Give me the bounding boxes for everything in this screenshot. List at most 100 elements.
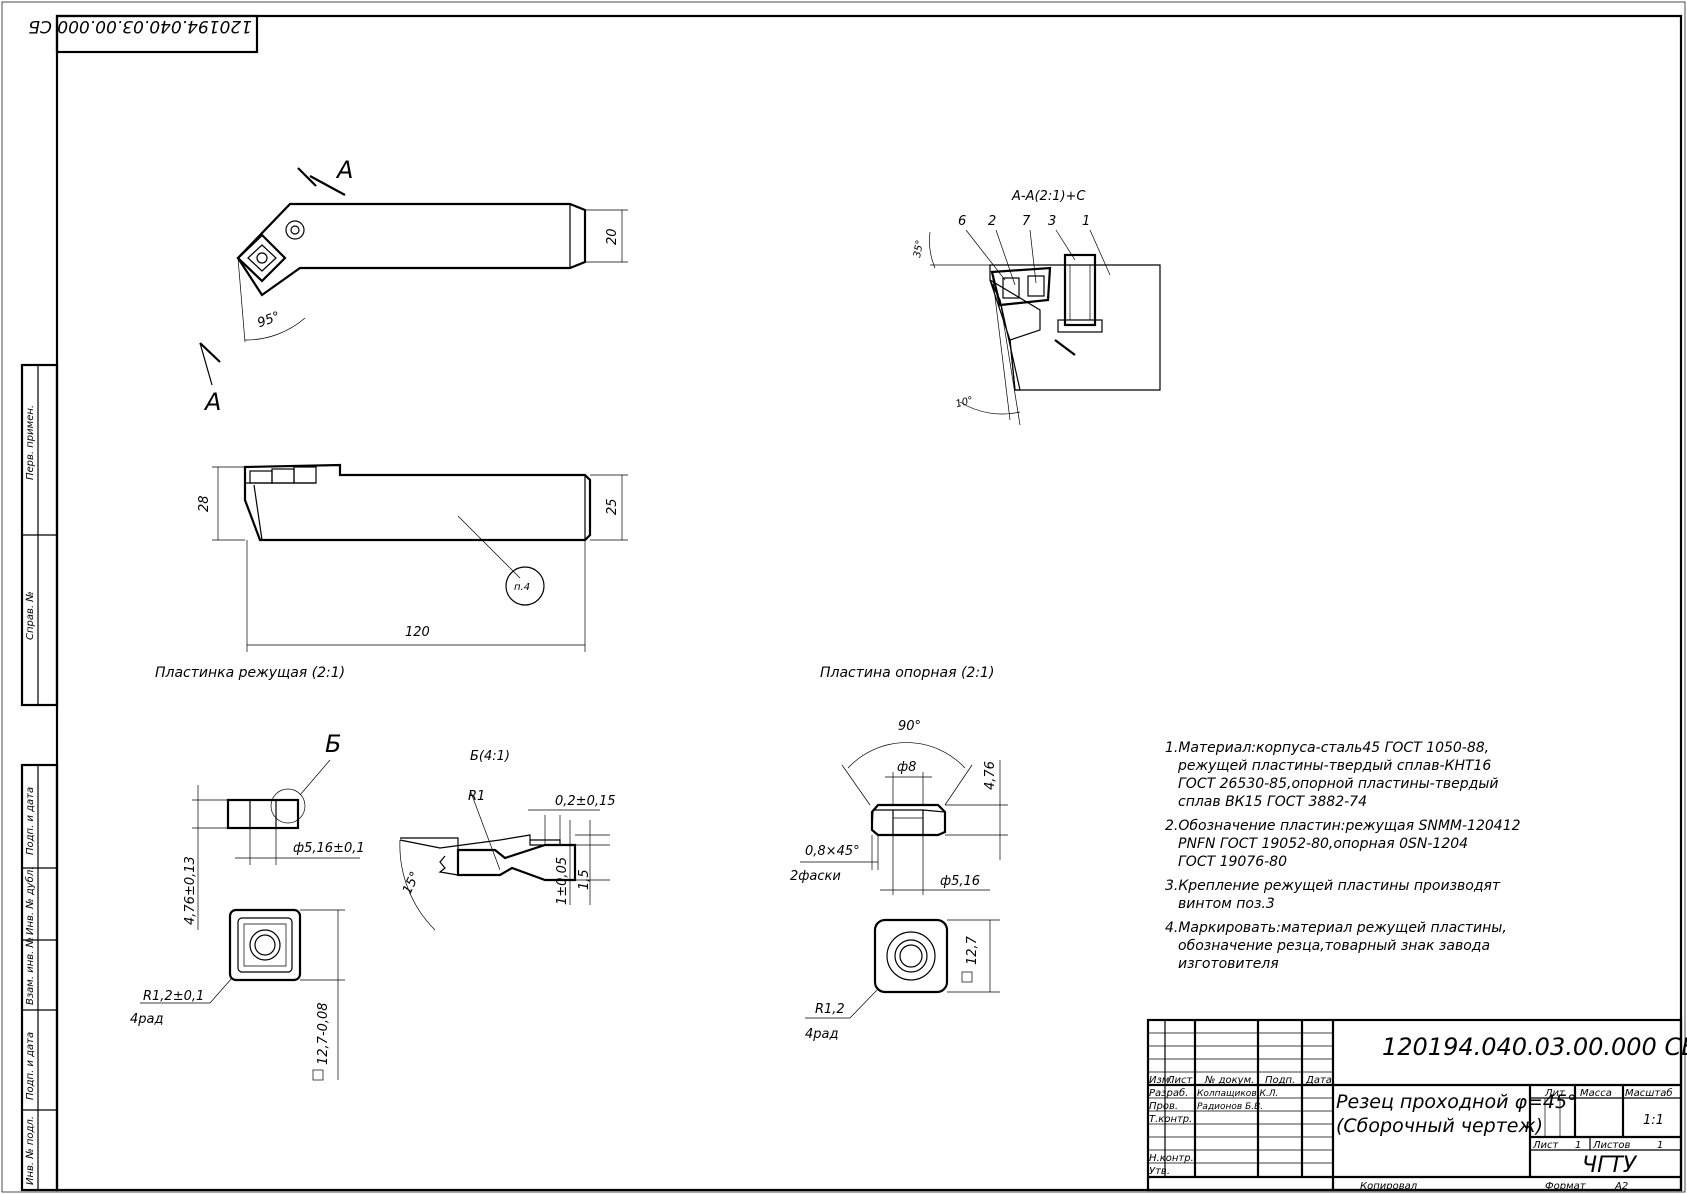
support-thick: 4,76 [983, 761, 998, 790]
detail-r1: R1 [468, 789, 485, 804]
detail-b-view: Б(4:1) R1 0,2±0,15 1±0,05 1,5 15° [399, 749, 616, 931]
inner-frame [55, 14, 1683, 1192]
side-strip: Перв. примен. Справ. № Подп. и дата Инв.… [20, 363, 59, 1192]
cut-label-a-bottom: А [203, 388, 221, 416]
tb-col-list: Лист [1166, 1075, 1194, 1086]
pos-7: 7 [1022, 214, 1031, 229]
title-block: Изм. Лист № докум. Подп. Дата Разраб. Пр… [1146, 1018, 1687, 1192]
pos-6: 6 [958, 214, 966, 229]
balloon-4 [505, 566, 545, 606]
tb-org: ЧГТУ [1582, 1153, 1638, 1178]
technical-notes: 1.Материал:корпуса-сталь45 ГОСТ 1050-88,… [1165, 740, 1521, 972]
support-chamfer-note: 2фаски [790, 869, 841, 884]
support-dia8: ф8 [897, 760, 916, 775]
top-stamp: 120194.040.03.00.000 СБ [28, 14, 259, 54]
tb-name-1: Колпащиков К.Л. [1197, 1089, 1278, 1099]
note-line-6: PNFN ГОСТ 19052-80,опорная 0SN-1204 [1178, 836, 1468, 852]
cutting-insert-caption: Пластинка режущая (2:1) [155, 665, 345, 681]
note-line-10: 4.Маркировать:материал режущей пластины, [1165, 920, 1507, 936]
side-label-1: Перв. примен. [25, 405, 36, 480]
side-label-6: Подп. и дата [25, 1032, 36, 1100]
tb-col-izm: Изм. [1149, 1075, 1173, 1086]
side-label-7: Инв. № подл. [25, 1116, 36, 1185]
support-square: 12,7 [965, 935, 980, 965]
tb-mass: Масса [1580, 1088, 1612, 1099]
angle-10: 10° [955, 395, 975, 410]
tb-lit: Лит [1544, 1088, 1566, 1099]
side-label-4: Инв. № дубл. [24, 867, 36, 935]
tb-name-line2: (Сборочный чертеж) [1336, 1115, 1543, 1137]
tb-name-2: Радионов Б.В. [1197, 1102, 1263, 1112]
tb-scale: Масштаб [1625, 1087, 1673, 1099]
detail-chamfer: 0,2±0,15 [555, 794, 616, 809]
section-screw [1063, 253, 1097, 327]
top-stamp-text: 120194.040.03.00.000 СБ [28, 16, 252, 36]
tb-designation: 120194.040.03.00.000 СБ [1382, 1033, 1687, 1061]
support-insert-caption: Пластина опорная (2:1) [820, 665, 994, 681]
section-inserts [990, 266, 1052, 307]
detail-label-b: Б [325, 730, 341, 758]
section-label: А-А(2:1)+С [1011, 189, 1086, 204]
tb-sheets-value: 1 [1657, 1140, 1663, 1151]
note-line-8: 3.Крепление режущей пластины производят [1165, 878, 1501, 894]
side-label-5: Взам. инв. № [25, 937, 36, 1005]
note-line-2: режущей пластины-твердый сплав-КНТ16 [1177, 758, 1491, 774]
cut-label-a-top: А [335, 156, 353, 184]
tb-format: Формат [1545, 1181, 1587, 1192]
note-line-3: ГОСТ 26530-85,опорной пластины-твердый [1178, 776, 1499, 792]
support-insert-views: Пластина опорная (2:1) 90° ф8 4,76 0,8×4… [790, 665, 1008, 1042]
tb-col-doc: № докум. [1204, 1075, 1254, 1086]
tb-col-sign: Подп. [1265, 1075, 1295, 1086]
tb-role-tkontr: Т.контр. [1149, 1114, 1192, 1125]
balloon-4-text: п.4 [514, 582, 530, 593]
note-line-7: ГОСТ 19076-80 [1178, 854, 1287, 870]
detail-d105: 1±0,05 [555, 857, 570, 905]
note-line-5: 2.Обозначение пластин:режущая SNMM-12041… [1165, 818, 1521, 834]
dim-28: 28 [197, 495, 212, 512]
cutter-front-view: 28 25 120 п.4 [197, 463, 628, 652]
cutting-insert-plan [228, 908, 302, 982]
support-insert-plan [873, 918, 949, 994]
screw-head [285, 220, 305, 240]
tb-format-value: А2 [1614, 1181, 1628, 1192]
tb-sheets: Листов [1592, 1140, 1630, 1151]
cutting-radius-note: 4рад [130, 1012, 163, 1027]
support-radius: R1,2 [815, 1002, 845, 1017]
cutting-insert-views: Пластинка режущая (2:1) Б ф5,16±0,1 4,76… [130, 665, 365, 1081]
pos-3: 3 [1048, 214, 1056, 229]
detail-b-label: Б(4:1) [470, 749, 510, 764]
tb-role-razrab: Разраб. [1149, 1087, 1188, 1099]
tb-name-line1: Резец проходной φ=45° [1336, 1091, 1577, 1113]
support-dia516: ф5,16 [940, 874, 980, 889]
note-line-9: винтом поз.3 [1178, 896, 1275, 912]
tb-sheet-value: 1 [1575, 1140, 1581, 1151]
side-label-3: Подп. и дата [25, 787, 36, 855]
tb-copied: Копировал [1360, 1181, 1418, 1192]
angle-95: 95° [255, 309, 282, 331]
cutting-radius: R1,2±0,1 [143, 989, 204, 1004]
cutting-dia: ф5,16±0,1 [293, 841, 365, 856]
tb-sheet: Лист [1532, 1140, 1560, 1151]
cutting-square: 12,7-0,08 [316, 1002, 331, 1065]
side-label-2: Справ. № [25, 591, 36, 640]
tb-scale-value: 1:1 [1643, 1113, 1664, 1128]
dim-20: 20 [605, 228, 620, 245]
angle-35: 35° [912, 239, 926, 258]
tb-role-nkontr: Н.контр. [1149, 1153, 1194, 1164]
pos-1: 1 [1082, 214, 1090, 229]
dim-25: 25 [605, 498, 620, 515]
note-line-4: сплав ВК15 ГОСТ 3882-74 [1178, 794, 1367, 810]
cutting-insert-top [236, 233, 287, 283]
tb-role-prov: Пров. [1149, 1101, 1178, 1112]
support-angle90: 90° [898, 719, 921, 734]
pos-2: 2 [988, 214, 996, 229]
cutting-thickness: 4,76±0,13 [183, 856, 198, 925]
tb-role-utv: Утв. [1149, 1166, 1170, 1177]
dim-120: 120 [405, 625, 430, 640]
section-a-a: А-А(2:1)+С 35° 10° 6 2 7 3 1 [912, 189, 1161, 426]
note-line-11: обозначение резца,товарный знак завода [1178, 938, 1490, 954]
support-chamfer: 0,8×45° [805, 844, 860, 859]
support-radius-note: 4рад [805, 1027, 838, 1042]
